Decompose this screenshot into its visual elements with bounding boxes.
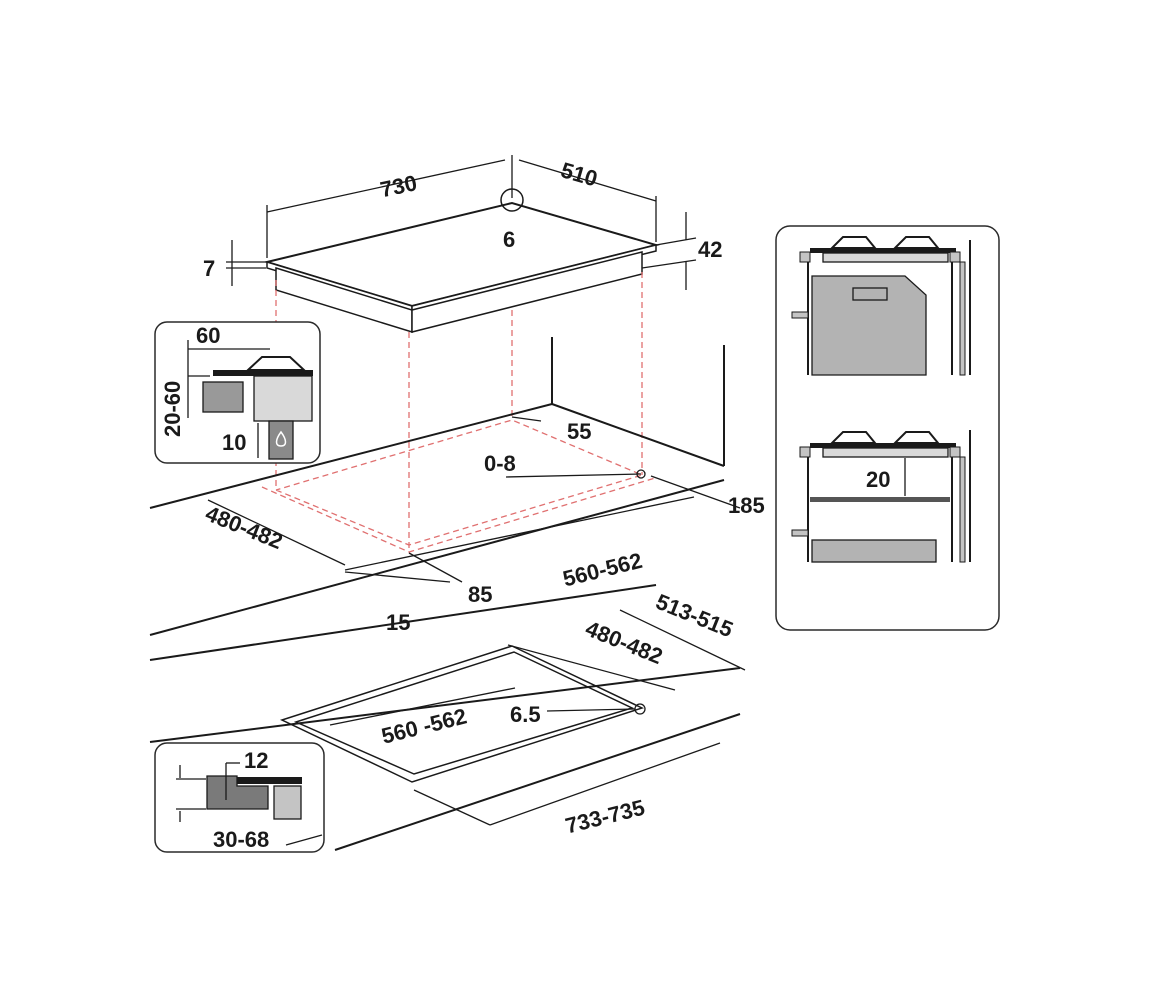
front-gap-label: 85	[468, 582, 492, 607]
hob-depth-label: 510	[558, 157, 600, 191]
back-clearance-label: 185	[728, 493, 765, 518]
gas-inlet-label: 6	[503, 227, 515, 252]
flush-outer-depth-label: 513-515	[652, 589, 736, 642]
hob-width-label: 730	[378, 170, 419, 202]
flush-step-label: 12	[244, 748, 268, 773]
flush-outer-width-label: 733-735	[563, 795, 647, 839]
cutout-width-label: 560-562	[560, 548, 644, 592]
right-panel: 20	[775, 225, 1000, 631]
cutout-depth-label: 480-482	[202, 501, 286, 554]
flush-section-inset: 12 30-68	[154, 742, 325, 853]
inset-bottom-label: 10	[222, 430, 246, 455]
inset-top-label: 60	[196, 323, 220, 348]
front-edge-label: 15	[386, 610, 410, 635]
inset-span-label: 20-60	[160, 381, 185, 437]
flush-inner-depth-label: 480-482	[582, 616, 666, 669]
hob-height-label: 42	[698, 237, 722, 262]
gap-label: 0-8	[484, 451, 516, 476]
flush-radius-label: 6.5	[510, 702, 541, 727]
flush-inner-width-label: 560 -562	[379, 703, 469, 748]
flush-thickness-label: 30-68	[213, 827, 269, 852]
flush-cutout-illustration	[149, 609, 746, 851]
wall-clearance-label: 55	[567, 419, 591, 444]
hob-illustration	[263, 188, 660, 334]
hob-dimension-lines	[226, 155, 697, 290]
clearance-label: 20	[866, 467, 890, 492]
hob-thickness-label: 7	[203, 256, 215, 281]
countertop	[149, 337, 741, 661]
side-section-inset: 60 20-60 10	[154, 321, 321, 464]
